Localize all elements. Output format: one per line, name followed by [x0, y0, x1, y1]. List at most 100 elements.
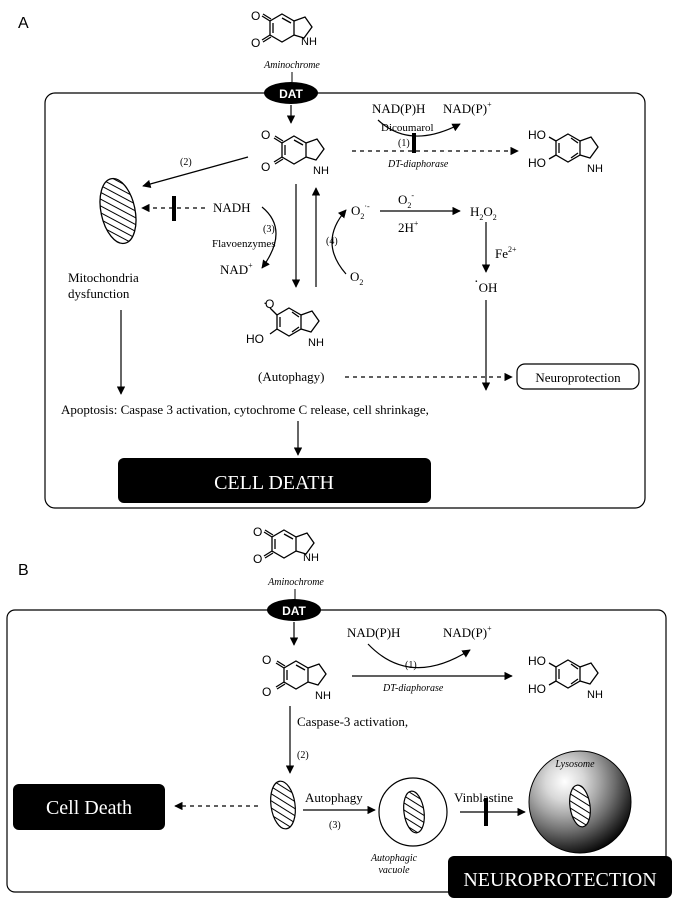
dat-label-b: DAT [282, 604, 306, 618]
step1-label-b: (1) [405, 660, 417, 671]
neuroprotection-box-a [516, 363, 640, 390]
autophagy-label-a: (Autophagy) [258, 369, 324, 384]
chem-n-label: N [315, 690, 323, 702]
nadph-curve-arrow-b [367, 643, 471, 669]
cell-death-label-b: Cell Death [46, 797, 132, 819]
panel-a: A O O N H Aminochrome DAT O O N H NAD(P)… [18, 9, 646, 509]
mito-label-line1: Mitochondria [68, 270, 139, 285]
flavoenzymes-label: Flavoenzymes [212, 238, 276, 250]
panel-b: B O O N H Aminochrome DAT O O N H NAD(P)… [6, 525, 672, 898]
cell-death-label-a: CELL DEATH [214, 472, 334, 494]
aminochrome-center-structure: O O N H [261, 128, 329, 177]
nadp-label-a: NAD(P)+ [443, 100, 492, 116]
chem-n-label: N [303, 552, 311, 564]
aminochrome-center-structure-b: O O N H [262, 653, 331, 702]
step2-label-b: (2) [297, 750, 309, 761]
nadph-label-a: NAD(P)H [372, 101, 425, 116]
chem-o-label: O [261, 160, 270, 174]
hydroxyl-label: ·OH [474, 275, 497, 295]
nadh-inhibition-bar [172, 196, 176, 221]
chem-ho-label: HO [528, 654, 546, 668]
flavoenzyme-curve-arrow [261, 206, 277, 269]
superoxide-label: O2·- [351, 202, 370, 221]
step2-label-a: (2) [180, 157, 192, 168]
oxygen-curve-arrow [331, 209, 347, 275]
dt-diaphorase-label-a: DT-diaphorase [387, 159, 449, 170]
nadph-label-b: NAD(P)H [347, 625, 400, 640]
lysosome-label: Lysosome [554, 759, 595, 770]
chem-h-label: H [309, 36, 317, 48]
chem-n-label: N [587, 163, 595, 175]
chem-o-label: O [251, 9, 260, 23]
chem-o-label: O [253, 552, 262, 566]
neuroprotection-label-a: Neuroprotection [535, 370, 621, 385]
aminochrome-top-structure-b: O O N H [253, 525, 319, 566]
mitochondrion-in-lysosome [569, 784, 591, 828]
cell-death-box-b [13, 784, 165, 830]
mitochondrion-a [99, 177, 137, 245]
cell-frame-b [6, 609, 667, 893]
neuroprotection-box-b [448, 856, 672, 898]
neuroprotection-label-b: NEUROPROTECTION [463, 869, 656, 891]
chem-h-label: H [595, 163, 603, 175]
h2o2-label: H2O2 [470, 204, 497, 222]
nad-label: NAD+ [220, 261, 253, 277]
chem-h-label: H [316, 337, 324, 349]
chem-ho-label: HO [528, 156, 546, 170]
chem-n-label: N [308, 337, 316, 349]
chem-h-label: H [311, 552, 319, 564]
step4-label-a: (4) [326, 236, 338, 247]
radical-dot: · [263, 295, 267, 310]
chem-ho-label: HO [528, 682, 546, 696]
cell-death-box-a [118, 458, 431, 503]
vacuole-label-line1: Autophagic [370, 853, 418, 864]
panel-a-label: A [18, 15, 29, 32]
dicoumarol-label: Dicoumarol [381, 122, 434, 134]
chem-ho-label: HO [246, 332, 264, 346]
dihydroxyindoline-b: HO HO N H [528, 654, 603, 701]
chem-n-label: N [313, 165, 321, 177]
dat-transporter-b [267, 599, 321, 621]
two-h-label: 2H+ [398, 219, 419, 235]
oxygen-label: O2 [350, 269, 363, 287]
cell-frame-a [44, 92, 646, 509]
aminochrome-top-structure: O O N H [251, 9, 317, 50]
fe-label: Fe2+ [495, 245, 517, 261]
vinblastine-label: Vinblastine [454, 790, 513, 805]
dicoumarol-inhibition-bar [412, 133, 416, 153]
mitochondrion-b [270, 780, 296, 830]
panel-b-label: B [18, 562, 29, 579]
chem-h-label: H [595, 689, 603, 701]
chem-o-label: O [262, 685, 271, 699]
chem-h-label: H [321, 165, 329, 177]
vacuole-label-line2: vacuole [378, 865, 410, 876]
dt-diaphorase-label-b: DT-diaphorase [382, 683, 444, 694]
nadp-label-b: NAD(P)+ [443, 624, 492, 640]
dat-transporter [264, 82, 318, 104]
chem-n-label: N [301, 36, 309, 48]
chem-n-label: N [587, 689, 595, 701]
superoxide2-label: O2- [398, 191, 414, 210]
aminochrome-label: Aminochrome [263, 60, 320, 71]
chem-o-label: O [253, 525, 262, 539]
vinblastine-inhibition-bar [484, 798, 488, 826]
mito-label-line2: dysfunction [68, 286, 130, 301]
mitochondrion-in-vacuole [403, 790, 425, 834]
dat-label: DAT [279, 87, 303, 101]
dihydroxyindoline-a: HO HO N H [528, 128, 603, 175]
aminochrome-label-b: Aminochrome [267, 577, 324, 588]
step3-label-b: (3) [329, 820, 341, 831]
chem-o-label: O [251, 36, 260, 50]
chem-h-label: H [323, 690, 331, 702]
step1-label-a: (1) [398, 138, 410, 149]
chem-ho-label: HO [528, 128, 546, 142]
nadh-label: NADH [213, 200, 251, 215]
chem-o-label: O [261, 128, 270, 142]
caspase-label: Caspase-3 activation, [297, 714, 408, 729]
step3-label-a: (3) [263, 224, 275, 235]
chem-o-label: O [265, 297, 274, 311]
semiquinone-structure: · O HO N H [246, 295, 324, 349]
apoptosis-label: Apoptosis: Caspase 3 activation, cytochr… [61, 402, 429, 417]
autophagy-label-b: Autophagy [305, 790, 363, 805]
